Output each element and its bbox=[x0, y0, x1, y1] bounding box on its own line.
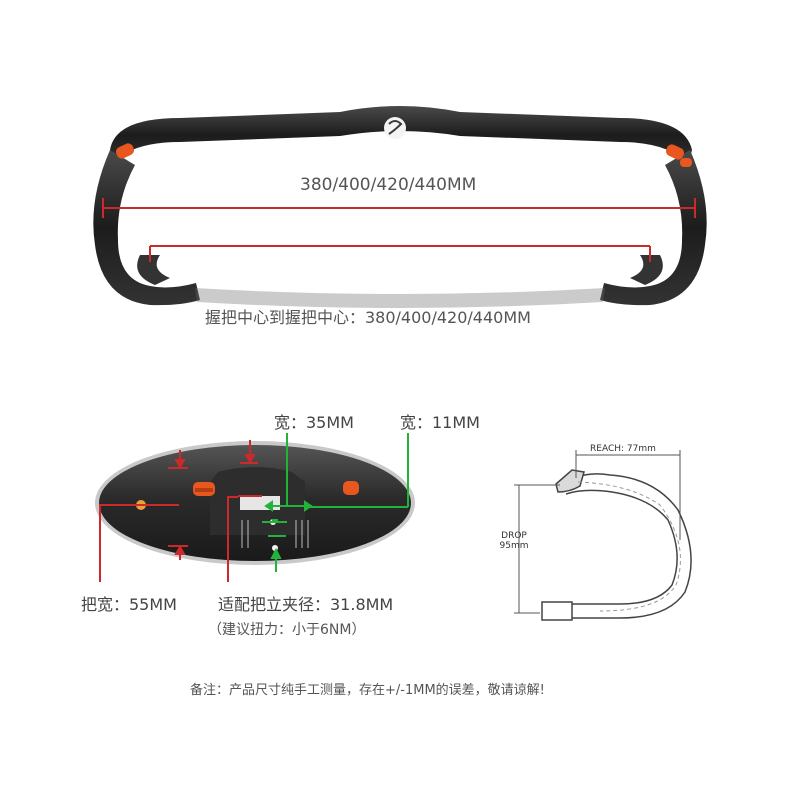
drop-dimension: DROP 95mm bbox=[494, 531, 534, 551]
green-dimension-markers bbox=[262, 433, 409, 572]
clamp-oval-drawing bbox=[95, 441, 415, 565]
drop-value: 95 bbox=[499, 541, 511, 551]
clamp-diameter-label: 适配把立夹径：31.8MM bbox=[218, 595, 394, 614]
width-35-label: 宽：35MM bbox=[274, 413, 354, 432]
profile-drawing bbox=[541, 469, 692, 621]
reach-label: REACH: bbox=[590, 444, 625, 454]
width-label: 380/400/420/440MM bbox=[300, 175, 477, 195]
red-dimension-markers bbox=[99, 440, 262, 582]
center-to-center-label: 握把中心到握把中心：380/400/420/440MM bbox=[205, 308, 531, 327]
profile-dimension-lines bbox=[514, 450, 681, 614]
width-11-label: 宽：11MM bbox=[400, 413, 480, 432]
reach-unit: mm bbox=[638, 444, 656, 454]
grip-width-label: 把宽：55MM bbox=[81, 595, 177, 614]
drop-label: DROP bbox=[501, 531, 527, 541]
measurement-note: 备注：产品尺寸纯手工测量，存在+/-1MM的误差，敬请谅解! bbox=[190, 683, 545, 698]
handlebar-body bbox=[93, 106, 707, 308]
torque-label: （建议扭力：小于6NM） bbox=[208, 622, 366, 638]
width-dimension-line bbox=[102, 198, 696, 218]
reach-dimension: REACH: 77mm bbox=[590, 444, 656, 454]
center-to-center-dimension-line bbox=[149, 245, 651, 262]
reach-value: 77 bbox=[626, 444, 639, 454]
drop-unit: mm bbox=[510, 541, 529, 551]
